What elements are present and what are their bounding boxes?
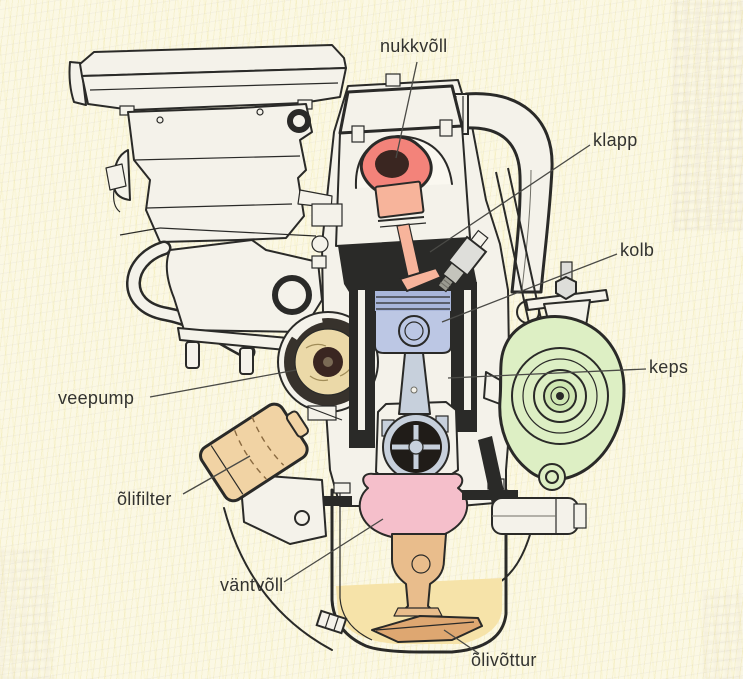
crankshaft-counterweight (358, 472, 468, 541)
engine-mount (239, 473, 327, 545)
label-oil-filter: õlifilter (117, 489, 172, 509)
leader-veepump (149, 369, 297, 398)
leader-keps (447, 368, 647, 379)
leader-nukkvoll (395, 61, 418, 159)
label-piston: kolb (620, 240, 655, 260)
intake-manifold (126, 239, 327, 375)
piston (374, 290, 452, 354)
label-connecting-rod: keps (649, 357, 689, 377)
label-crankshaft: väntvõll (220, 575, 284, 595)
leader-vantvoll (283, 518, 384, 583)
leader-klapp (429, 144, 591, 253)
label-camshaft: nukkvõll (380, 36, 448, 56)
leader-olivottur (443, 629, 479, 654)
camshaft-lobe (359, 135, 433, 197)
leader-olifilter (182, 455, 251, 495)
label-oil-pickup: õlivõttur (471, 650, 537, 670)
leader-kolb (441, 253, 618, 323)
alternator (483, 261, 626, 491)
starter-motor (491, 497, 587, 535)
leader-lines (149, 61, 647, 654)
air-cleaner (68, 44, 347, 116)
connecting-rod (375, 352, 459, 481)
valve (374, 180, 442, 292)
label-water-pump: veepump (58, 388, 135, 408)
label-valve: klapp (593, 130, 638, 150)
oil-pickup (371, 533, 483, 643)
oil-filter (199, 402, 310, 503)
carburetor (105, 103, 333, 243)
bell-housing-arc-left (223, 507, 333, 651)
spark-plug (437, 229, 489, 293)
